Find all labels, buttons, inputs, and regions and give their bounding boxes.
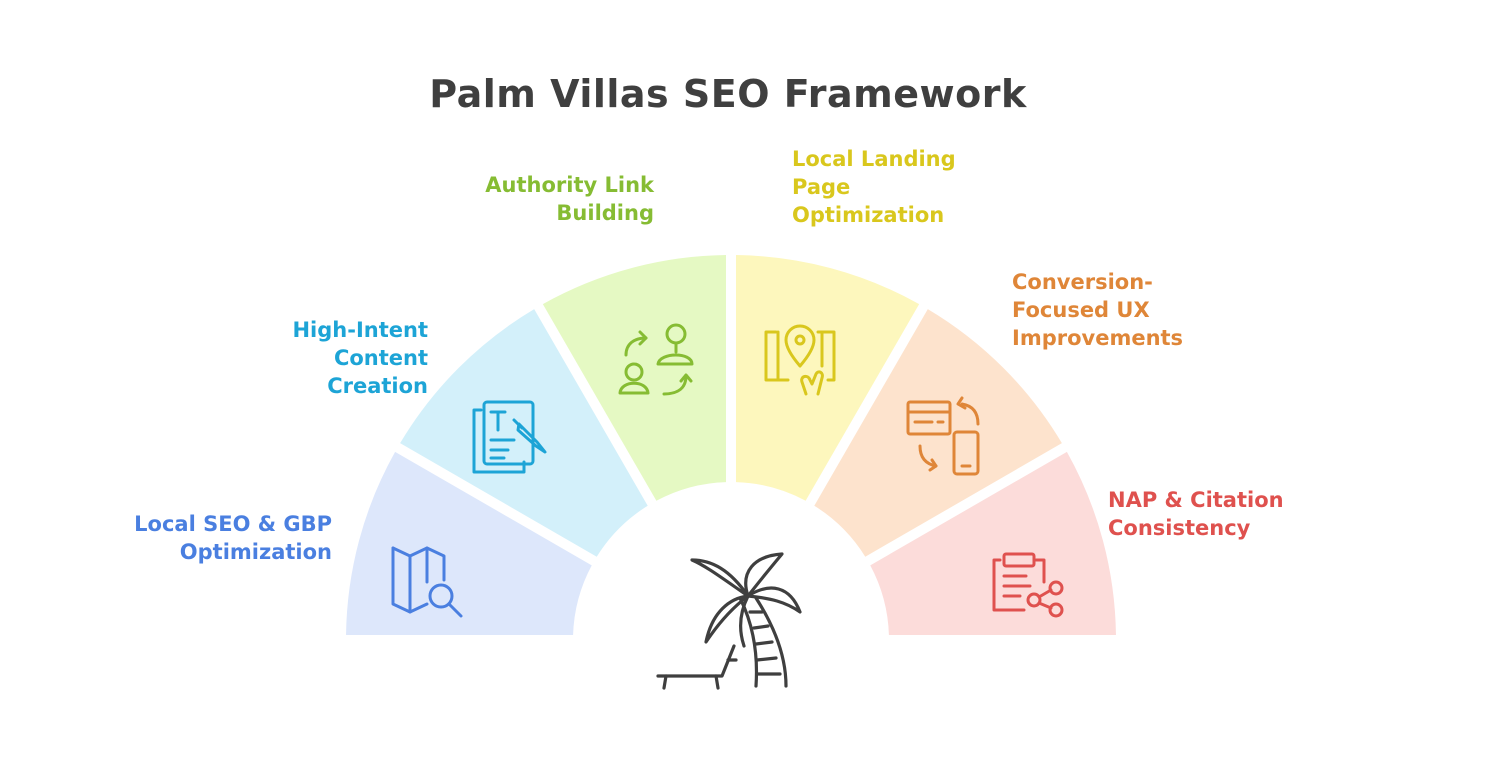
people-exchange-icon <box>618 323 694 396</box>
label-line: Authority Link <box>485 173 654 197</box>
segment-content <box>400 309 648 557</box>
label-line: Building <box>556 201 654 225</box>
page-title: Palm Villas SEO Framework <box>429 72 1027 116</box>
label-line: High-Intent <box>292 318 428 342</box>
label-line: Local Landing <box>792 147 956 171</box>
segment-local-seo <box>346 451 592 636</box>
label-ux: Conversion- Focused UX Improvements <box>1012 268 1183 352</box>
label-line: Creation <box>327 374 428 398</box>
label-line: Conversion- <box>1012 270 1153 294</box>
label-line: Content <box>333 346 428 370</box>
segment-landing <box>735 255 920 501</box>
label-line: Page <box>792 175 851 199</box>
label-line: Focused UX <box>1012 298 1150 322</box>
segment-links <box>542 255 727 501</box>
label-line: Consistency <box>1108 516 1251 540</box>
label-line: Improvements <box>1012 326 1184 350</box>
map-pin-tap-icon <box>764 324 836 396</box>
label-line: NAP & Citation <box>1108 488 1284 512</box>
palm-tree-lounger-icon <box>656 552 802 690</box>
label-line: Local SEO & GBP <box>134 512 332 536</box>
map-search-icon <box>391 546 463 618</box>
segment-nap <box>870 451 1116 636</box>
label-line: Optimization <box>792 203 945 227</box>
label-local-seo: Local SEO & GBP Optimization <box>134 510 332 566</box>
browser-mobile-icon <box>906 396 980 476</box>
document-edit-icon <box>472 400 547 474</box>
clipboard-share-icon <box>992 552 1064 618</box>
label-line: Optimization <box>179 540 332 564</box>
